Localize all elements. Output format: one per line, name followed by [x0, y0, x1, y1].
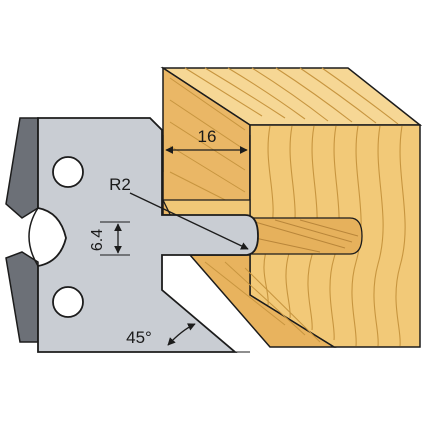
wood-top-grain	[184, 67, 399, 125]
wood-workpiece	[160, 66, 423, 348]
dimension-angle: 45°	[126, 323, 250, 353]
dimension-thickness: 6.4	[89, 221, 130, 256]
dimension-thickness-label: 6.4	[89, 229, 106, 251]
dimension-width: 16	[162, 127, 251, 200]
blade-notch	[28, 207, 39, 267]
dimension-width-label: 16	[198, 127, 217, 146]
dimension-angle-label: 45°	[126, 328, 152, 347]
dimension-radius-label: R2	[109, 175, 131, 194]
dimension-radius: R2	[109, 175, 249, 250]
blade-side-edge	[5, 117, 39, 219]
wood-bevel-grain	[204, 261, 321, 343]
blade-side-edge-lower	[5, 251, 39, 343]
mounting-hole-upper	[52, 156, 84, 188]
mounting-hole-lower	[52, 286, 84, 318]
blade-face	[37, 117, 259, 353]
knife-blade	[5, 117, 259, 353]
